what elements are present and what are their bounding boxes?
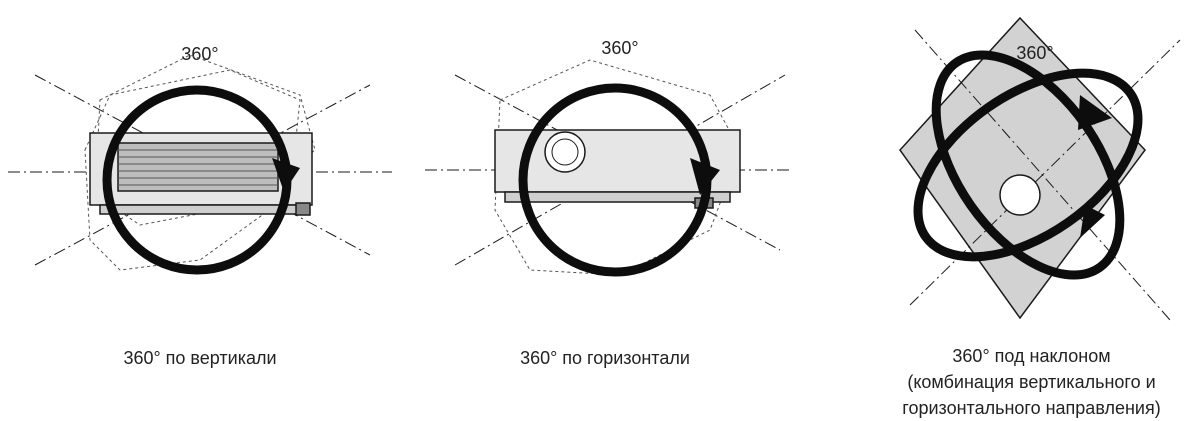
rotation-arrowhead [272, 158, 300, 192]
panel-vertical: 360° [0, 0, 400, 421]
panel-horizontal: 360° 360° по горизонтали [410, 0, 800, 421]
arrowhead-bottom [1080, 205, 1105, 238]
tilt-rotation-figure [899, 16, 1181, 321]
tilted-lens [999, 174, 1041, 216]
caption-line: 360° по вертикали [123, 348, 277, 368]
ghost-outlines [494, 59, 741, 276]
caption-line: горизонтального направления) [902, 398, 1161, 418]
angle-label-horizontal: 360° [601, 38, 639, 58]
caption-vertical: 360° по вертикали [40, 345, 360, 371]
caption-line: 360° под наклоном [952, 346, 1111, 366]
axis-lines [909, 29, 1181, 321]
caption-tilt: 360° под наклоном (комбинация вертикальн… [860, 343, 1203, 421]
arrowhead-top [1078, 95, 1112, 130]
caption-line: (комбинация вертикального и [907, 372, 1156, 392]
projector-body [89, 132, 313, 216]
horizontal-rotation-figure [425, 59, 790, 277]
angle-label-vertical: 360° [181, 44, 219, 64]
caption-horizontal: 360° по горизонтали [440, 345, 770, 371]
panel-tilt: 360° 360° под наклоном (комбинация верти… [850, 0, 1203, 421]
caption-line: 360° по горизонтали [520, 348, 690, 368]
rotation-arrowhead [690, 158, 720, 195]
angle-label-tilt: 360° [1016, 43, 1054, 63]
vertical-rotation-figure [8, 54, 392, 275]
